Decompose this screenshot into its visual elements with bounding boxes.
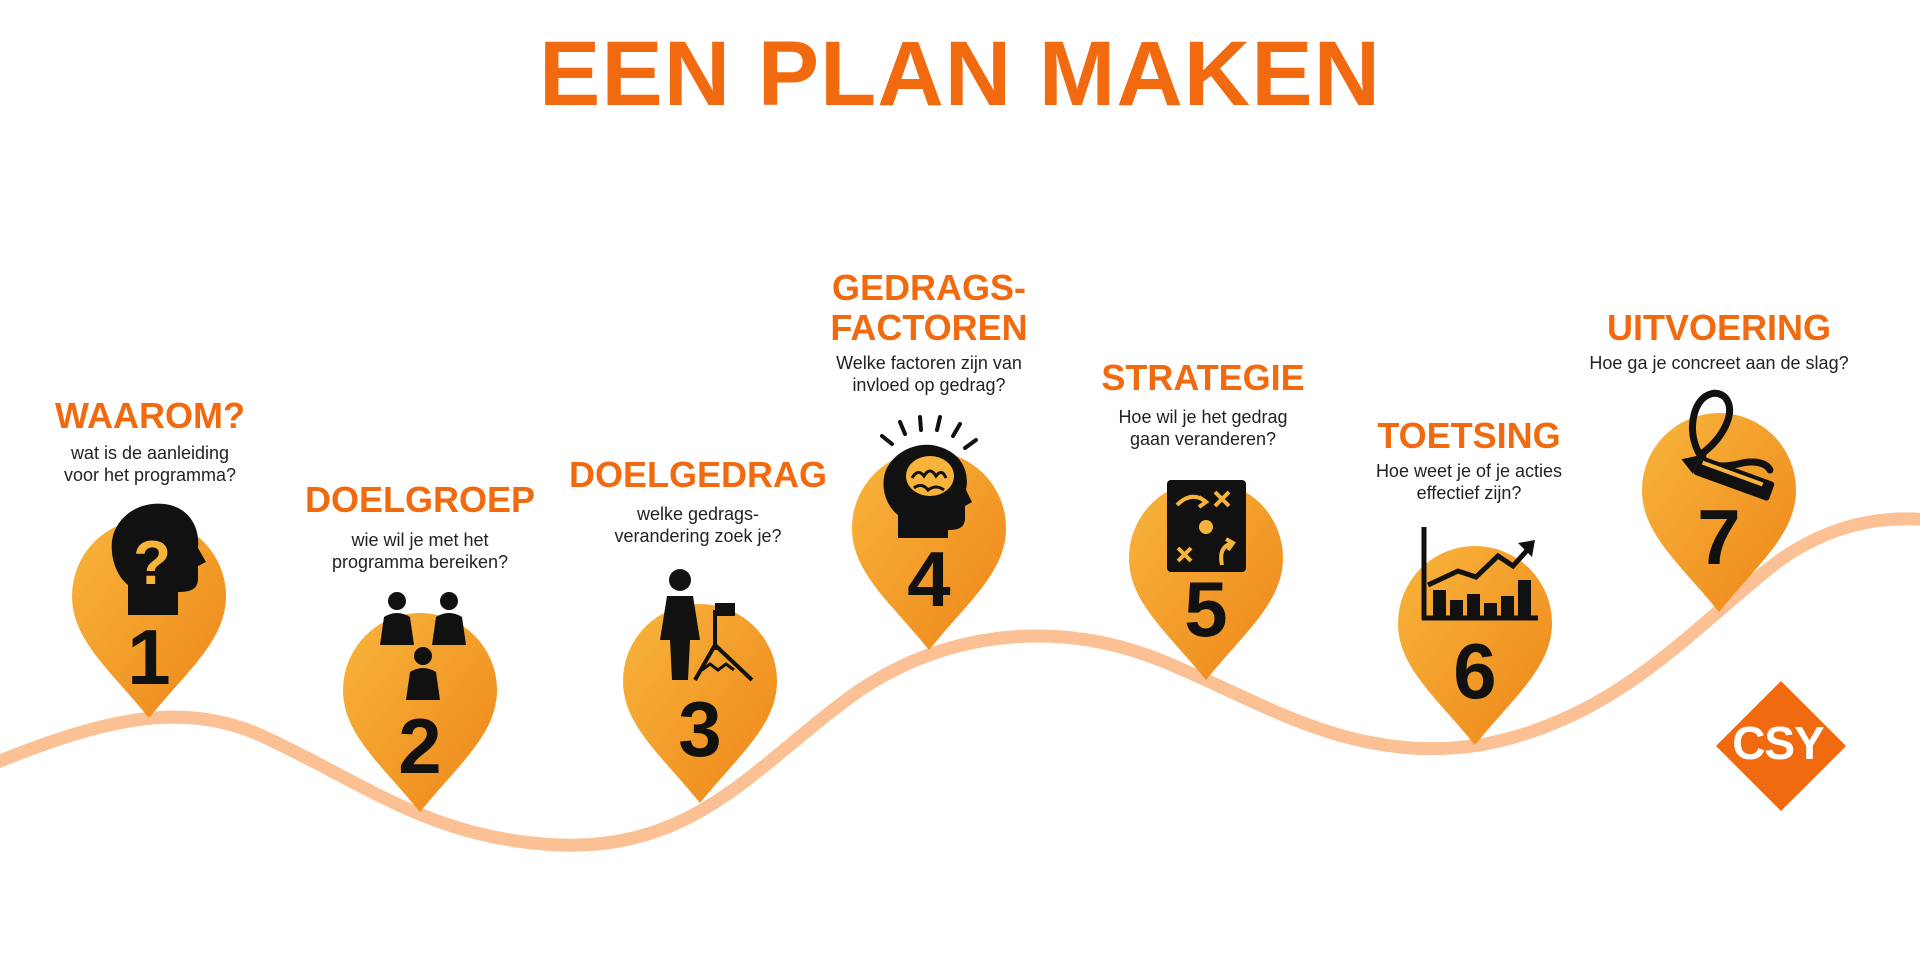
step-6-description: Hoe weet je of je acties effectief zijn? [1375, 461, 1563, 503]
pin-2-number: 2 [398, 702, 442, 790]
step-7-heading: UITVOERING [1606, 307, 1831, 348]
pin-1-number: 1 [127, 613, 171, 701]
csy-logo-text: CSY [1732, 717, 1825, 769]
person-mountain-flag-icon [660, 569, 754, 682]
strategy-board-icon [1167, 480, 1246, 572]
step-5-heading: STRATEGIE [1101, 357, 1305, 398]
step-6-heading: TOETSING [1377, 415, 1561, 456]
pencil-scribble-icon [1681, 389, 1775, 501]
step-1-description: wat is de aanleiding voor het programma? [63, 443, 237, 485]
people-group-icon [380, 592, 466, 700]
step-3-heading: DOELGEDRAG [568, 454, 827, 495]
step-4-heading: GEDRAGS- FACTOREN [830, 267, 1028, 348]
step-1-heading: WAAROM? [55, 395, 245, 436]
step-2-description: wie wil je met het programma bereiken? [331, 530, 509, 572]
step-5-description: Hoe wil je het gedrag gaan veranderen? [1118, 407, 1288, 449]
road-path [0, 512, 1920, 852]
pin-5-number: 5 [1184, 565, 1228, 653]
pin-2 [343, 613, 497, 812]
head-brain-icon [880, 415, 978, 538]
step-4-description: Welke factoren zijn van invloed op gedra… [836, 353, 1022, 395]
csy-logo-diamond [1715, 680, 1847, 812]
pin-4-number: 4 [907, 535, 951, 623]
step-3-description: welke gedrags- verandering zoek je? [614, 504, 782, 546]
svg-text:?: ? [133, 529, 171, 598]
step-2-heading: DOELGROEP [304, 479, 536, 520]
growth-chart-icon [1421, 527, 1538, 621]
pin-3-number: 3 [678, 685, 722, 773]
page-title: EEN PLAN MAKEN [538, 23, 1382, 125]
pin-6-number: 6 [1453, 627, 1497, 715]
pin-3 [623, 604, 777, 803]
head-question-icon: ? [111, 503, 206, 615]
pin-7-number: 7 [1697, 493, 1741, 581]
step-7-description: Hoe ga je concreet aan de slag? [1589, 353, 1849, 373]
